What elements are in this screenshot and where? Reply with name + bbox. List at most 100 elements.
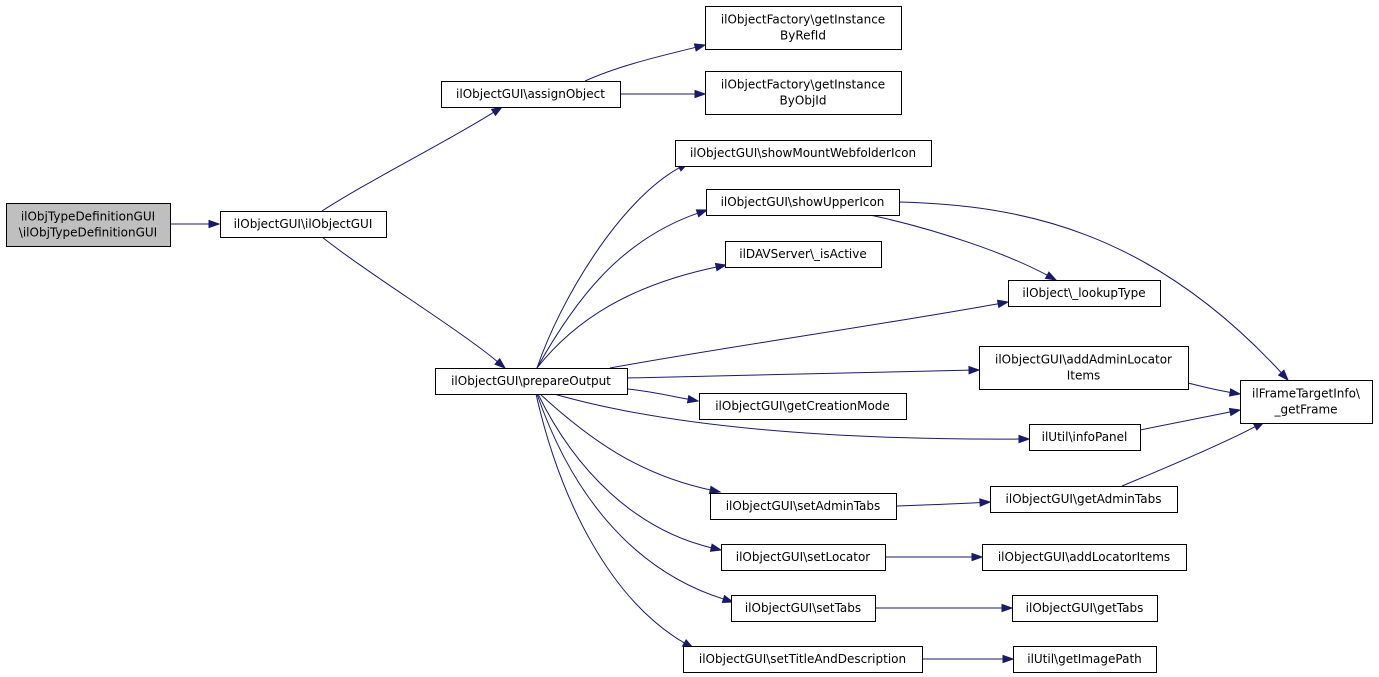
edge-line — [895, 502, 982, 507]
node-box — [435, 368, 628, 395]
node-box — [990, 486, 1178, 513]
node-mount[interactable]: ilObjectGUI\showMountWebfolderIcon — [675, 140, 932, 167]
edge-line — [1187, 382, 1232, 394]
node-prepare[interactable]: ilObjectGUI\prepareOutput — [435, 368, 628, 395]
edge-line — [1139, 411, 1232, 431]
edge-arrowhead — [693, 43, 707, 52]
node-label: ilDAVServer\_isActive — [739, 247, 866, 261]
edge-getadmintabs-to-frame — [1121, 421, 1266, 487]
node-frame[interactable]: ilFrameTargetInfo\ _getFrame — [1240, 380, 1373, 424]
node-getadmintabs[interactable]: ilObjectGUI\getAdminTabs — [990, 486, 1178, 513]
edge-line — [584, 46, 697, 82]
edge-arrowhead — [695, 209, 709, 218]
edge-assign-to-byref — [584, 43, 707, 82]
node-box — [706, 189, 900, 216]
edge-line — [536, 166, 681, 369]
edge-line — [536, 212, 699, 369]
node-addlocator[interactable]: ilObjectGUI\addLocatorItems — [982, 544, 1187, 571]
edge-line — [321, 111, 495, 212]
edge-arrowhead — [1018, 434, 1031, 444]
edge-line — [536, 266, 718, 369]
edge-settabs-to-gettabs — [874, 603, 1014, 613]
node-label: ilObject\_lookupType — [1022, 286, 1145, 300]
node-label: ilObjectGUI\setLocator — [736, 550, 871, 564]
node-box — [731, 595, 876, 622]
node-label: ilObjectGUI\getCreationMode — [715, 399, 890, 413]
node-creation[interactable]: ilObjectGUI\getCreationMode — [699, 393, 907, 420]
node-box — [1013, 646, 1157, 673]
node-label: ilObjectGUI\prepareOutput — [451, 374, 611, 388]
node-label: Items — [1067, 369, 1101, 383]
edge-addadmin-to-frame — [1187, 382, 1242, 397]
edge-setadmintabs-to-getadmintabs — [895, 498, 992, 507]
node-label: ilObjectGUI\assignObject — [456, 87, 605, 101]
node-ctor[interactable]: ilObjectGUI\ilObjectGUI — [220, 211, 387, 238]
node-imagepath[interactable]: ilUtil\getImagePath — [1013, 646, 1157, 673]
node-box — [705, 71, 902, 115]
node-upper[interactable]: ilObjectGUI\showUpperIcon — [706, 189, 900, 216]
edge-prepare-to-upper — [536, 209, 709, 369]
node-gettabs[interactable]: ilObjectGUI\getTabs — [1012, 595, 1158, 622]
node-lookup[interactable]: ilObject\_lookupType — [1008, 280, 1161, 307]
edge-line — [535, 393, 686, 644]
edge-arrowhead — [494, 357, 507, 369]
edge-arrowhead — [1001, 603, 1014, 613]
node-settabs[interactable]: ilObjectGUI\setTabs — [731, 595, 876, 622]
edge-arrowhead — [490, 106, 504, 117]
edge-arrowhead — [709, 543, 723, 552]
node-label: ilFrameTargetInfo\ — [1252, 387, 1361, 401]
edge-arrowhead — [708, 485, 722, 495]
edge-prepare-to-settabs — [536, 393, 735, 604]
edge-arrowhead — [1228, 407, 1242, 417]
node-box — [441, 81, 621, 108]
node-label: \ilObjTypeDefinitionGUI — [19, 226, 157, 240]
node-label: ByRefId — [780, 29, 826, 43]
edge-prepare-to-info — [553, 393, 1031, 444]
edge-objtype-to-ctor — [170, 219, 221, 229]
edge-prepare-to-dav — [536, 262, 728, 369]
edge-line — [869, 214, 1049, 277]
edge-ctor-to-prepare — [321, 236, 507, 369]
edge-settitle-to-imagepath — [921, 654, 1015, 664]
node-setadmintabs[interactable]: ilObjectGUI\setAdminTabs — [710, 493, 897, 520]
node-setlocator[interactable]: ilObjectGUI\setLocator — [721, 544, 886, 571]
edge-line — [553, 393, 1021, 440]
node-box — [725, 241, 882, 268]
node-objtype[interactable]: ilObjTypeDefinitionGUI\ilObjTypeDefiniti… — [6, 203, 171, 247]
node-box — [721, 544, 886, 571]
node-settitle[interactable]: ilObjectGUI\setTitleAndDescription — [683, 646, 923, 673]
edge-line — [321, 236, 499, 363]
edge-arrowhead — [971, 552, 984, 562]
node-label: ilObjectGUI\setTitleAndDescription — [699, 652, 906, 666]
edge-prepare-to-creation — [626, 388, 700, 404]
node-box — [1012, 595, 1158, 622]
edge-prepare-to-setadmintabs — [539, 393, 722, 495]
edge-line — [626, 388, 690, 400]
node-assign[interactable]: ilObjectGUI\assignObject — [441, 81, 621, 108]
node-box — [675, 140, 932, 167]
node-label: ilObjectGUI\getTabs — [1026, 601, 1144, 615]
edge-upper-to-frame — [898, 201, 1289, 382]
node-box — [710, 493, 897, 520]
edge-arrowhead — [686, 394, 700, 404]
edge-line — [626, 369, 971, 379]
node-label: ByObjId — [780, 94, 827, 108]
edge-line — [898, 201, 1283, 374]
node-box — [1029, 424, 1141, 451]
edge-arrowhead — [1002, 654, 1015, 664]
node-dav[interactable]: ilDAVServer\_isActive — [725, 241, 882, 268]
edge-ctor-to-assign — [321, 106, 504, 212]
node-box — [1240, 380, 1373, 424]
node-info[interactable]: ilUtil\infoPanel — [1029, 424, 1141, 451]
node-label: _getFrame — [1273, 403, 1337, 417]
edge-line — [1121, 425, 1257, 487]
edge-prepare-to-addadmin — [626, 365, 981, 379]
edge-prepare-to-setlocator — [537, 393, 723, 552]
node-label: ilObjectGUI\ilObjectGUI — [234, 217, 373, 231]
node-label: ilObjectGUI\getAdminTabs — [1006, 492, 1162, 506]
edge-line — [609, 303, 1000, 369]
node-label: ilObjectGUI\showUpperIcon — [721, 195, 885, 209]
